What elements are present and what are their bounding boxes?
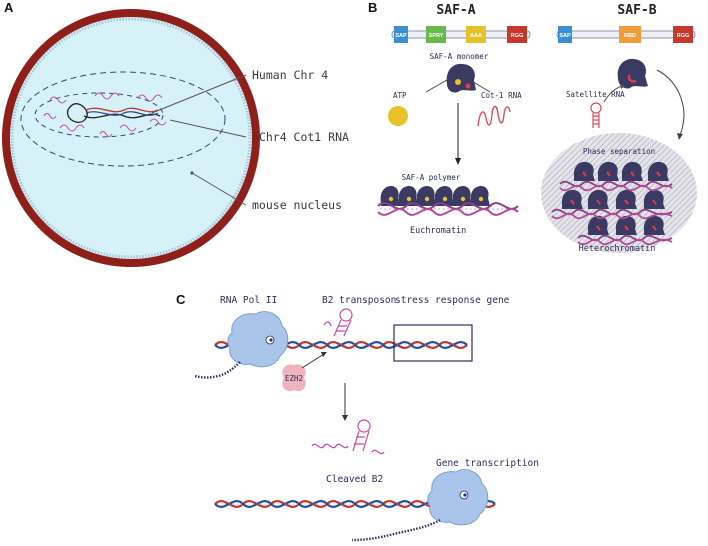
rna-pol-ii-label: RNA Pol II xyxy=(220,295,277,306)
saf-a-domain-spry-label: SPRY xyxy=(429,33,444,39)
euchromatin-label: Euchromatin xyxy=(410,226,466,236)
saf-a-domain-spry xyxy=(426,26,446,43)
saf-a-domain-sap xyxy=(394,26,408,43)
saf-a-title: SAF-A xyxy=(436,3,475,18)
rna-binding-arrow xyxy=(469,79,491,93)
rna-pol-ii-bottom xyxy=(351,469,489,542)
heterochromatin-label: Heterochromatin xyxy=(579,244,656,254)
ezh2-arrowhead xyxy=(321,352,327,357)
b2-transposon-rna xyxy=(323,308,353,337)
phase-separation-label: Phase separation xyxy=(583,147,655,156)
cot1-rna-cloud xyxy=(43,92,167,137)
ezh2-label: EZH2 xyxy=(285,374,303,383)
panel-b: B SAF-A SAP SPRY AAA RGG SAF-A monomer A… xyxy=(368,0,697,254)
saf-a-domain-rgg-label: RGG xyxy=(511,33,524,39)
cot1-rna-molecule xyxy=(477,105,511,127)
saf-a-monomer-label: SAF-A monomer xyxy=(430,52,489,61)
atp-binding-arrow xyxy=(425,79,448,93)
cot1-leader xyxy=(169,119,247,138)
gene-transcription-label: Gene transcription xyxy=(436,458,539,469)
panel-b-letter: B xyxy=(368,0,377,15)
stress-gene-box xyxy=(393,324,473,362)
saf-a-domain-aaa-label: AAA xyxy=(470,33,482,39)
saf-b-domain-rbd xyxy=(619,26,641,43)
saf-b-domain-bar: SAP RBD RGG xyxy=(556,26,696,43)
saf-a-polymer xyxy=(380,186,490,206)
mouse-nucleus xyxy=(2,9,260,267)
saf-b-title: SAF-B xyxy=(617,3,656,18)
satellite-rna-label: Satellite RNA xyxy=(566,90,625,99)
saf-a-domain-aaa xyxy=(466,26,486,43)
heterochromatin-proteins xyxy=(561,161,669,235)
euchromatin-dna xyxy=(377,202,519,216)
panel-c: C RNA Pol II B2 transposon stress respon… xyxy=(176,292,539,542)
nucleus-inner-rim xyxy=(10,17,252,259)
polymerization-arrowhead xyxy=(455,158,461,165)
saf-b-domain-rgg-label: RGG xyxy=(677,33,690,39)
label-hchr4-cot1-rna: hChr4 Cot1 RNA xyxy=(252,130,349,144)
saf-a-domain-bar: SAP SPRY AAA RGG xyxy=(391,26,531,43)
satellite-rna-molecule xyxy=(590,102,602,128)
phase-separation-arrow xyxy=(656,69,685,136)
chr4-leader xyxy=(151,74,247,114)
rna-pol-ii-top xyxy=(194,311,289,379)
chromosome-territory-inner xyxy=(34,92,164,138)
panel-c-letter: C xyxy=(176,292,186,307)
label-mouse-nucleus: mouse nucleus xyxy=(252,198,342,212)
phase-separation-arrowhead xyxy=(677,133,683,140)
cleaved-b2-label: Cleaved B2 xyxy=(326,474,383,485)
cleavage-arrowhead xyxy=(342,415,348,421)
satellite-binding-arrow xyxy=(603,85,623,103)
atp-molecule xyxy=(388,106,408,126)
saf-b-domain-rgg xyxy=(673,26,693,43)
saf-a-monomer-protein xyxy=(446,63,476,93)
saf-b-domain-sap-label: SAP xyxy=(559,33,571,39)
hchr4-chromosome xyxy=(66,103,161,123)
panel-a-letter: A xyxy=(4,0,14,15)
nucleus-leader xyxy=(191,172,247,206)
nucleus-leader-dot xyxy=(190,171,194,175)
panel-a: A Human Chr 4 hChr4 Cot1 RNA mouse nucl xyxy=(2,0,349,267)
atp-label: ATP xyxy=(393,91,407,100)
cleaved-b2-fragments xyxy=(311,419,385,455)
saf-a-domain-rgg xyxy=(507,26,527,43)
heterochromatin-rna-marks xyxy=(570,171,661,231)
stress-gene-label: stress response gene xyxy=(395,295,510,306)
heterochromatin-dna xyxy=(551,180,673,246)
ezh2-arrow xyxy=(301,353,325,369)
ezh2-protein: EZH2 xyxy=(282,364,306,392)
saf-b-protein xyxy=(617,58,648,89)
saf-a-domain-sap-label: SAP xyxy=(395,33,407,39)
saf-b-domain-sap xyxy=(558,26,572,43)
label-human-chr4: Human Chr 4 xyxy=(252,68,328,82)
cot1-rna-label: Cot-1 RNA xyxy=(481,91,522,100)
satellite-binding-arrowhead xyxy=(620,84,625,89)
b2-transposon-label: B2 transposon xyxy=(322,295,396,306)
saf-a-polymer-label: SAF-A polymer xyxy=(402,173,461,182)
chromosome-territory-outer xyxy=(20,71,226,167)
saf-b-domain-rbd-label: RBD xyxy=(624,33,636,39)
